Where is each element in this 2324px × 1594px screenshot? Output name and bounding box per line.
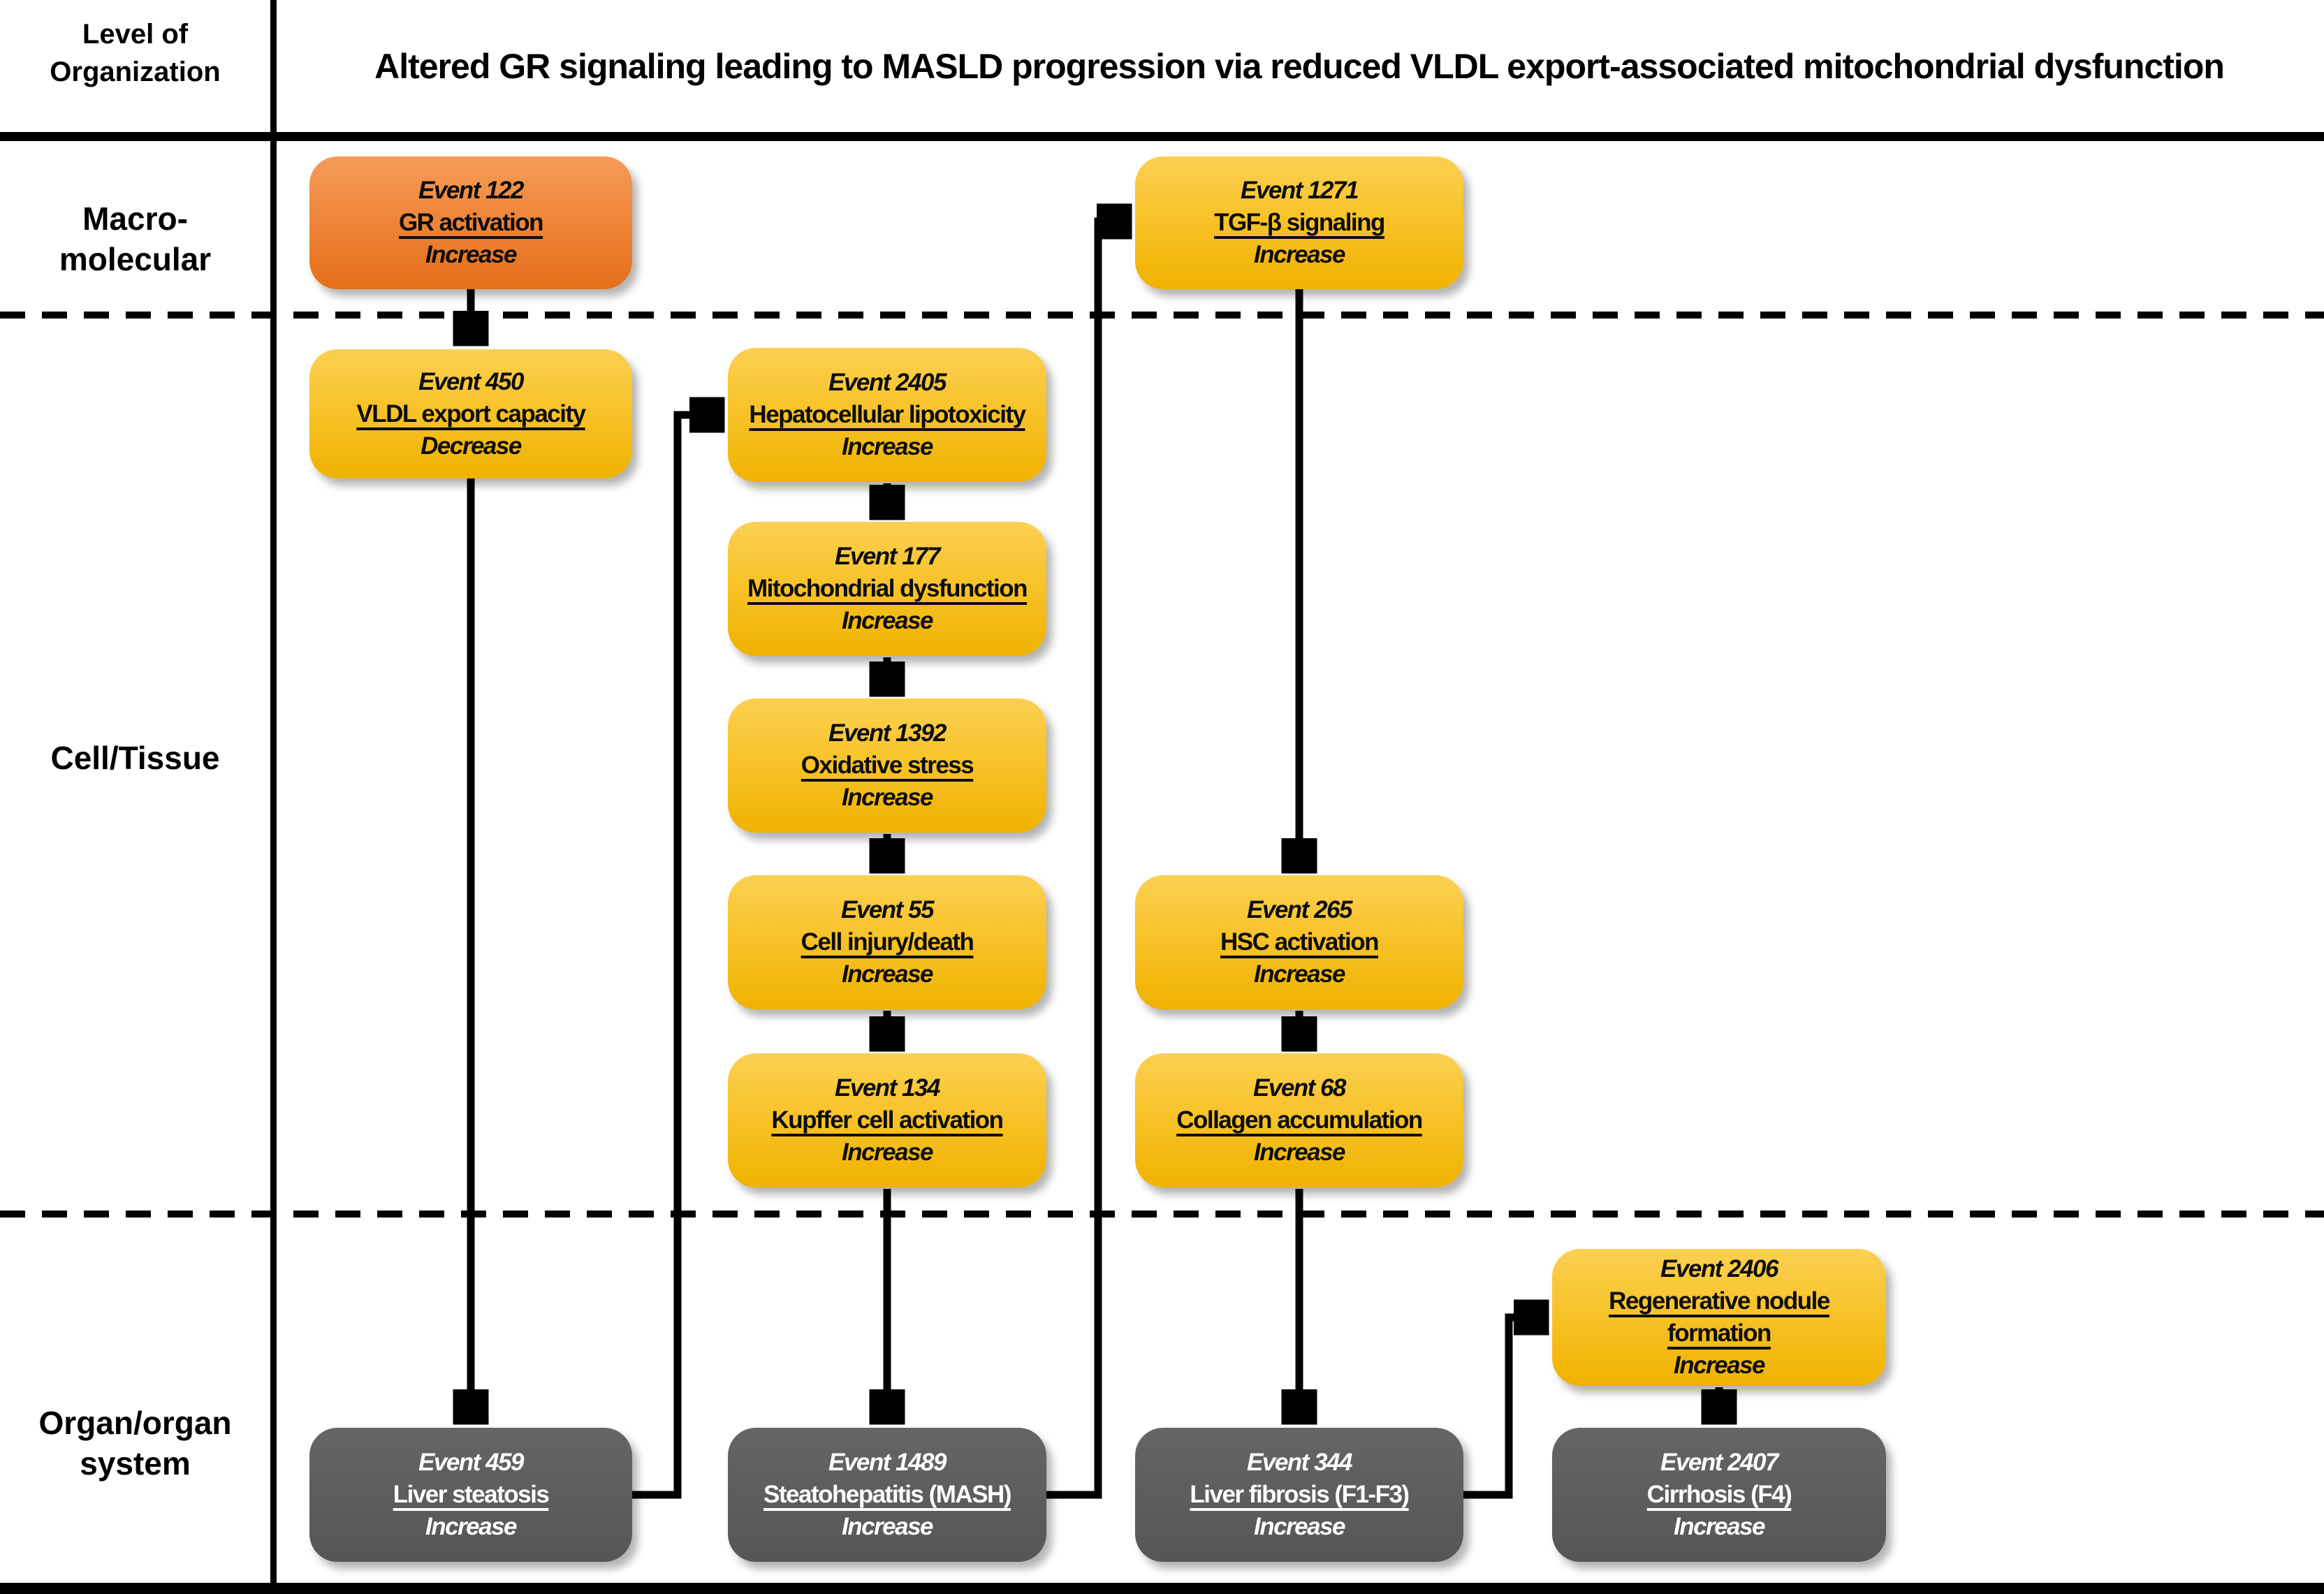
node-event-2405: Event 2405 Hepatocellular lipotoxicity I…	[728, 348, 1046, 482]
node-event-134: Event 134 Kupffer cell activation Increa…	[728, 1053, 1046, 1187]
event-name: VLDL export capacity	[356, 400, 586, 427]
event-direction: Increase	[1253, 1139, 1346, 1166]
node-event-265: Event 265 HSC activation Increase	[1135, 875, 1463, 1009]
event-direction: Increase	[425, 241, 518, 268]
event-direction: Increase	[841, 607, 934, 634]
event-id: Event 1271	[1241, 177, 1359, 204]
event-name: Liver steatosis	[393, 1481, 550, 1508]
node-event-122: Event 122 GR activation Increase	[309, 156, 632, 289]
event-direction: Increase	[1673, 1352, 1766, 1379]
node-event-2407: Event 2407 Cirrhosis (F4) Increase	[1552, 1428, 1886, 1562]
node-event-459: Event 459 Liver steatosis Increase	[309, 1428, 632, 1562]
level-of-organization-header: Level of Organization	[0, 15, 270, 91]
event-name: GR activation	[398, 209, 544, 236]
header-divider-line	[0, 132, 2324, 141]
event-direction: Increase	[841, 784, 934, 811]
arrow-344-2406	[1463, 1317, 1544, 1499]
level-boundary-cell-organ	[0, 1211, 2324, 1218]
level-label-organ-system: Organ/organ system	[0, 1403, 270, 1484]
header-line: Organization	[50, 57, 221, 87]
node-event-68: Event 68 Collagen accumulation Increase	[1135, 1053, 1463, 1187]
node-event-177: Event 177 Mitochondrial dysfunction Incr…	[728, 522, 1046, 656]
pathway-title: Altered GR signaling leading to MASLD pr…	[374, 47, 2225, 86]
event-name: Steatohepatitis (MASH)	[763, 1481, 1011, 1508]
event-name: Liver fibrosis (F1-F3)	[1190, 1481, 1410, 1508]
level-boundary-macromolecular-cell	[0, 312, 2324, 319]
event-id: Event 134	[835, 1074, 940, 1102]
bottom-border-line	[0, 1583, 2324, 1594]
event-direction: Increase	[841, 1139, 934, 1166]
event-id: Event 2406	[1660, 1255, 1778, 1282]
event-direction: Increase	[841, 433, 934, 460]
event-direction: Increase	[1673, 1513, 1766, 1540]
event-name: Cell injury/death	[801, 928, 974, 956]
level-line: system	[80, 1445, 191, 1482]
node-event-55: Event 55 Cell injury/death Increase	[728, 875, 1046, 1009]
event-id: Event 1489	[828, 1449, 947, 1476]
event-name: Kupffer cell activation	[771, 1106, 1004, 1134]
event-name: Hepatocellular lipotoxicity	[749, 401, 1026, 428]
node-event-1392: Event 1392 Oxidative stress Increase	[728, 699, 1046, 833]
level-line: molecular	[59, 241, 212, 277]
event-id: Event 265	[1247, 896, 1352, 923]
node-event-2406: Event 2406 Regenerative nodule formation…	[1552, 1249, 1886, 1386]
event-name: Mitochondrial dysfunction	[747, 575, 1028, 602]
level-line: Organ/organ	[38, 1405, 232, 1441]
event-name: Regenerative nodule formation	[1609, 1287, 1830, 1347]
level-line: Cell/Tissue	[50, 740, 220, 776]
node-event-450: Event 450 VLDL export capacity Decrease	[309, 349, 632, 478]
arrow-459-2405	[632, 415, 719, 1499]
node-event-1489: Event 1489 Steatohepatitis (MASH) Increa…	[728, 1428, 1046, 1562]
event-id: Event 2405	[828, 369, 947, 396]
event-direction: Increase	[425, 1513, 518, 1540]
event-id: Event 177	[835, 543, 940, 570]
event-id: Event 344	[1247, 1449, 1352, 1476]
level-line: Macro-	[82, 200, 188, 237]
node-event-1271: Event 1271 TGF-β signaling Increase	[1135, 156, 1463, 289]
header-line: Level of	[82, 19, 189, 50]
event-id: Event 450	[418, 367, 524, 395]
arrow-1489-1271	[1046, 221, 1127, 1499]
column-divider-line	[270, 0, 277, 1594]
event-name: TGF-β signaling	[1214, 209, 1385, 236]
level-label-macromolecular: Macro- molecular	[0, 198, 270, 279]
event-id: Event 68	[1253, 1074, 1346, 1102]
event-name: Oxidative stress	[801, 752, 974, 779]
event-direction: Increase	[841, 1513, 934, 1540]
event-name: Cirrhosis (F4)	[1646, 1481, 1792, 1508]
event-direction: Increase	[1253, 960, 1346, 988]
event-direction: Decrease	[421, 432, 522, 460]
level-label-cell-tissue: Cell/Tissue	[0, 738, 270, 778]
event-name: HSC activation	[1220, 928, 1380, 956]
event-id: Event 459	[418, 1449, 524, 1476]
event-id: Event 55	[841, 896, 934, 923]
event-direction: Increase	[841, 960, 934, 988]
node-event-344: Event 344 Liver fibrosis (F1-F3) Increas…	[1135, 1428, 1463, 1562]
event-direction: Increase	[1253, 241, 1346, 268]
event-id: Event 1392	[828, 719, 947, 747]
event-id: Event 2407	[1660, 1449, 1778, 1476]
event-id: Event 122	[418, 177, 524, 204]
event-name: Collagen accumulation	[1176, 1106, 1423, 1134]
event-direction: Increase	[1253, 1513, 1346, 1540]
